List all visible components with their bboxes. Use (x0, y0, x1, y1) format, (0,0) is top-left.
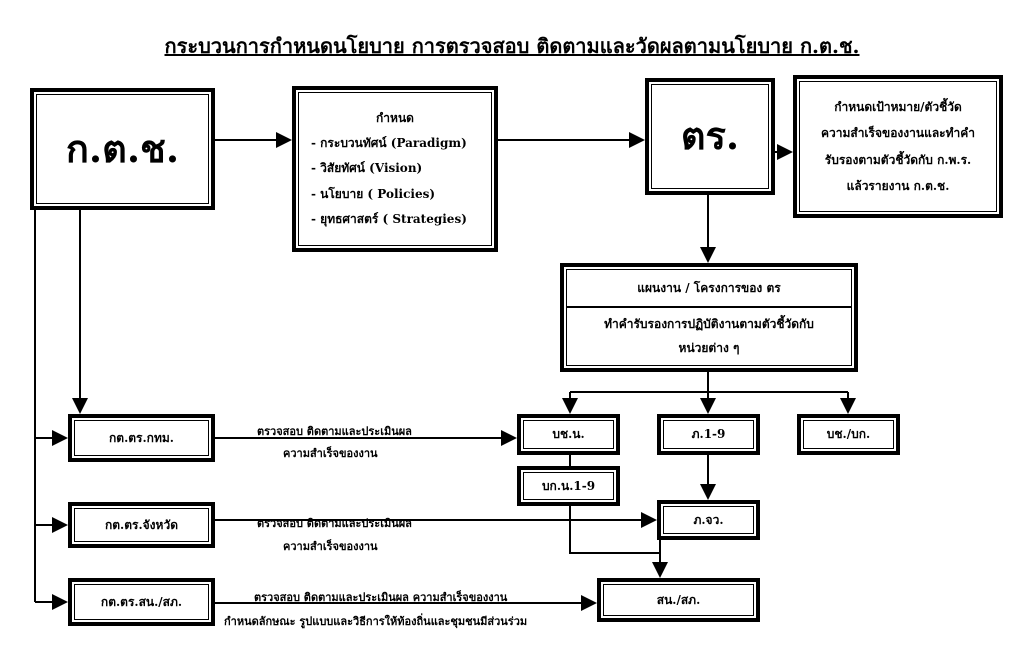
pjw-box: ภ.จว. (657, 500, 760, 540)
plan-body-line: หน่วยต่าง ๆ (678, 341, 740, 355)
ktch-label: ก.ต.ช. (36, 94, 209, 204)
bkn19-box: บก.น.1-9 (517, 466, 620, 506)
plan-box: แผนงาน / โครงการของ ตร ทำคำรับรองการปฏิบ… (560, 263, 858, 372)
station-label-line2: กำหนดลักษณะ รูปแบบและวิธีการให้ท้องถิ่นแ… (224, 615, 528, 628)
plan-body: ทำคำรับรองการปฏิบัติงานตามตัวชี้วัดกับ ห… (604, 308, 814, 360)
diagram-title: กระบวนการกำหนดนโยบาย การตรวจสอบ ติดตามแล… (164, 34, 860, 58)
kttr-province-label: กต.ตร.จังหวัด (74, 508, 209, 542)
station-label: สน./สภ. (603, 584, 754, 616)
plan-header: แผนงาน / โครงการของ ตร (567, 270, 851, 308)
kttr-bkk-label: กต.ตร.กทม. (74, 420, 209, 456)
plan-body-line: ทำคำรับรองการปฏิบัติงานตามตัวชี้วัดกับ (604, 317, 814, 331)
targets-line: แล้วรายงาน ก.ต.ช. (846, 178, 950, 193)
bkk-label-line2: ความสำเร็จของงาน (283, 447, 378, 460)
p19-box: ภ.1-9 (657, 414, 760, 455)
define-heading: กำหนด (376, 111, 414, 126)
kttr-province-box: กต.ตร.จังหวัด (68, 502, 215, 548)
kttr-bkk-box: กต.ตร.กทม. (68, 414, 215, 462)
p19-label: ภ.1-9 (663, 420, 754, 449)
bkn19-label: บก.น.1-9 (523, 472, 614, 500)
province-label-line2: ความสำเร็จของงาน (283, 540, 378, 553)
define-item: - กระบวนทัศน์ (Paradigm) (311, 136, 467, 151)
bchbk-label: บช./บก. (803, 420, 894, 449)
line-bkn-station (569, 506, 660, 554)
bchn-label: บช.น. (523, 420, 614, 449)
station-label-line1: ตรวจสอบ ติดตามและประเมินผล ความสำเร็จของ… (254, 591, 508, 604)
bchn-box: บช.น. (517, 414, 620, 455)
targets-line: ความสำเร็จของงานและทำคำ (820, 126, 976, 141)
kttr-station-box: กต.ตร.สน./สภ. (68, 578, 215, 626)
bkk-label-line1: ตรวจสอบ ติดตามและประเมินผล (257, 425, 412, 438)
bchbk-box: บช./บก. (797, 414, 900, 455)
ktch-box: ก.ต.ช. (30, 88, 215, 210)
station-box: สน./สภ. (597, 578, 760, 622)
targets-line: รับรองตามตัวชี้วัดกับ ก.พ.ร. (824, 152, 972, 167)
define-item: - ยุทธศาสตร์ ( Strategies) (311, 211, 467, 226)
define-box: กำหนด - กระบวนทัศน์ (Paradigm) - วิสัยทั… (292, 86, 498, 252)
define-item: - วิสัยทัศน์ (Vision) (311, 161, 423, 176)
targets-line: กำหนดเป้าหมาย/ตัวชี้วัด (834, 99, 962, 114)
province-label-line1: ตรวจสอบ ติดตามและประเมินผล (257, 517, 412, 530)
tr-box: ตร. (645, 78, 775, 195)
define-item: - นโยบาย ( Policies) (311, 186, 436, 201)
kttr-station-label: กต.ตร.สน./สภ. (74, 584, 209, 620)
tr-label: ตร. (651, 84, 769, 189)
pjw-label: ภ.จว. (663, 506, 754, 534)
targets-box: กำหนดเป้าหมาย/ตัวชี้วัด ความสำเร็จของงาน… (793, 75, 1003, 218)
